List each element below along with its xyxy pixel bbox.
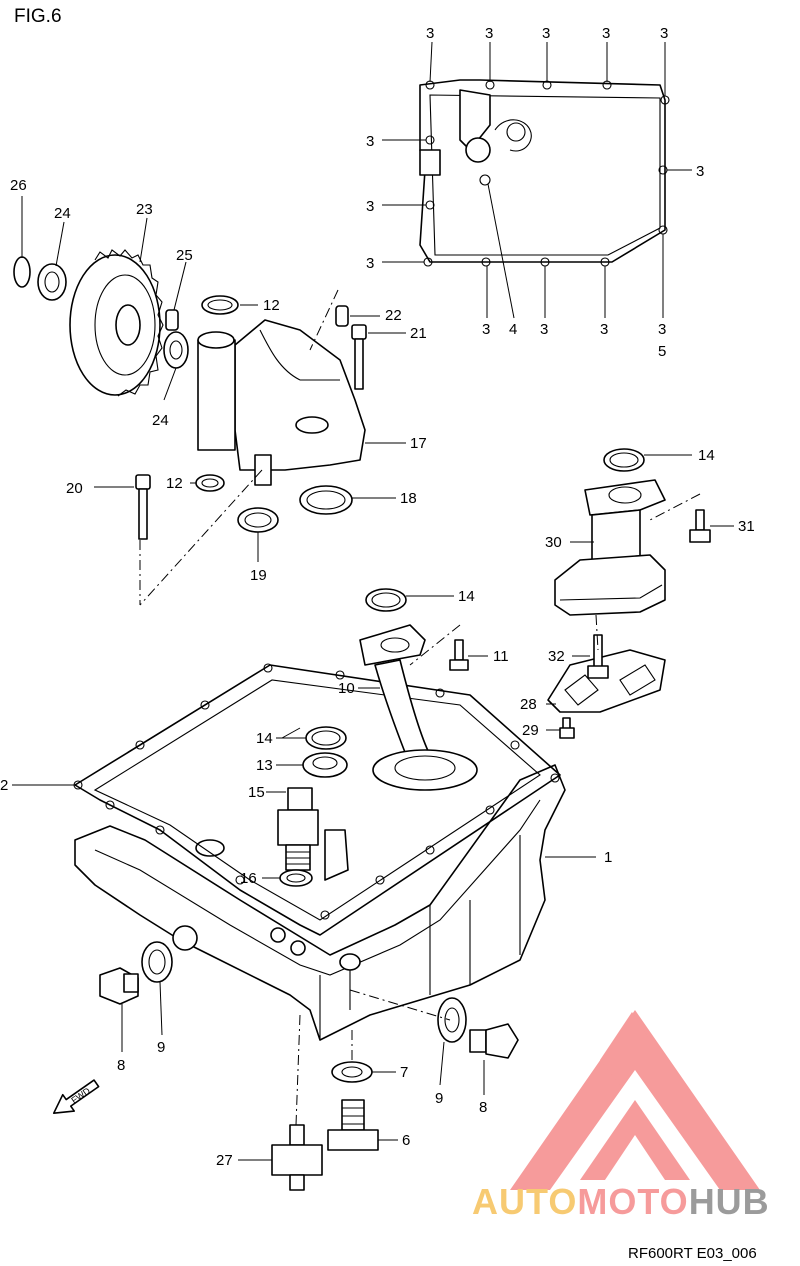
callout-32: 32 bbox=[548, 648, 565, 665]
callout-1: 1 bbox=[604, 849, 612, 866]
bolt-11 bbox=[449, 639, 469, 671]
callout-13: 13 bbox=[256, 757, 273, 774]
oil-pump bbox=[197, 319, 366, 486]
callout-3: 3 bbox=[366, 133, 374, 150]
callout-27: 27 bbox=[216, 1152, 233, 1169]
callout-3: 3 bbox=[602, 25, 610, 42]
brand-word-1: AUTOMOTOHUB bbox=[472, 1181, 770, 1222]
callout-7: 7 bbox=[400, 1064, 408, 1081]
automotohub-watermark: AUTOMOTOHUB bbox=[472, 1010, 770, 1222]
screw-29 bbox=[559, 717, 575, 739]
callout-3: 3 bbox=[542, 25, 550, 42]
callout-3: 3 bbox=[540, 321, 548, 338]
drain-bolt-8-right bbox=[469, 1023, 519, 1059]
fwd-arrow-icon: FWD bbox=[52, 1079, 100, 1114]
drain-bolt-8-left bbox=[99, 967, 139, 1005]
strainer-screen-28 bbox=[547, 649, 666, 713]
cover-gasket bbox=[419, 79, 670, 267]
callout-16: 16 bbox=[240, 870, 257, 887]
oil-pressure-switch bbox=[277, 787, 319, 871]
washer-9-right bbox=[437, 997, 467, 1043]
callout-12: 12 bbox=[263, 297, 280, 314]
washer-9-left bbox=[141, 941, 173, 983]
washer-24-lower bbox=[163, 331, 189, 369]
callout-2: 2 bbox=[0, 777, 8, 794]
callout-24: 24 bbox=[54, 205, 71, 222]
pin-25 bbox=[165, 309, 179, 331]
callout-labels: 3 3 3 3 3 3 3 3 3 3 4 3 3 3 5 26 24 23 2… bbox=[0, 25, 755, 1169]
callout-3: 3 bbox=[600, 321, 608, 338]
callout-26: 26 bbox=[10, 177, 27, 194]
oil-pan bbox=[74, 764, 566, 1041]
callout-29: 29 bbox=[522, 722, 539, 739]
callout-18: 18 bbox=[400, 490, 417, 507]
o-ring-12-lower bbox=[195, 474, 225, 492]
oil-strainer bbox=[554, 479, 666, 616]
brand-logo-icon bbox=[510, 1010, 760, 1190]
plug-6 bbox=[327, 1099, 379, 1151]
callout-31: 31 bbox=[738, 518, 755, 535]
callout-3: 3 bbox=[696, 163, 704, 180]
callout-12: 12 bbox=[166, 475, 183, 492]
leader-lines bbox=[12, 41, 734, 1161]
callout-4: 4 bbox=[509, 321, 517, 338]
callout-3: 3 bbox=[366, 255, 374, 272]
callout-9: 9 bbox=[435, 1090, 443, 1107]
washer-7 bbox=[331, 1061, 373, 1083]
callout-22: 22 bbox=[385, 307, 402, 324]
callout-3: 3 bbox=[485, 25, 493, 42]
callout-24: 24 bbox=[152, 412, 169, 429]
callout-19: 19 bbox=[250, 567, 267, 584]
figure-title: FIG.6 bbox=[14, 6, 62, 27]
callout-15: 15 bbox=[248, 784, 265, 801]
callout-3: 3 bbox=[482, 321, 490, 338]
pin-22 bbox=[335, 305, 349, 327]
figure-reference: RF600RT E03_006 bbox=[628, 1245, 757, 1262]
o-ring-12-upper bbox=[201, 295, 239, 315]
callout-21: 21 bbox=[410, 325, 427, 342]
circlip-26 bbox=[13, 256, 31, 288]
callout-30: 30 bbox=[545, 534, 562, 551]
callout-8: 8 bbox=[479, 1099, 487, 1116]
sensor-27 bbox=[271, 1124, 323, 1191]
o-ring-18 bbox=[299, 485, 353, 515]
bolt-32 bbox=[587, 634, 609, 679]
callout-28: 28 bbox=[520, 696, 537, 713]
bolt-31 bbox=[689, 509, 711, 543]
washer-24-upper bbox=[37, 263, 67, 301]
callout-8: 8 bbox=[117, 1057, 125, 1074]
callout-3: 3 bbox=[658, 321, 666, 338]
bolt-21 bbox=[351, 324, 367, 390]
washer-16 bbox=[279, 869, 313, 887]
callout-3: 3 bbox=[660, 25, 668, 42]
oil-pump-gear bbox=[69, 249, 164, 397]
seal-13 bbox=[302, 752, 348, 778]
callout-14: 14 bbox=[256, 730, 273, 747]
oil-pipe bbox=[359, 624, 478, 791]
callout-10: 10 bbox=[338, 680, 355, 697]
callout-11: 11 bbox=[493, 648, 509, 665]
centerlines bbox=[139, 289, 701, 1126]
callout-20: 20 bbox=[66, 480, 83, 497]
callout-3: 3 bbox=[366, 198, 374, 215]
callout-23: 23 bbox=[136, 201, 153, 218]
callout-14: 14 bbox=[458, 588, 475, 605]
o-ring-19 bbox=[237, 507, 279, 533]
callout-3: 3 bbox=[426, 25, 434, 42]
bolt-20 bbox=[135, 474, 151, 540]
callout-6: 6 bbox=[402, 1132, 410, 1149]
callout-25: 25 bbox=[176, 247, 193, 264]
gasket-bolt-holes bbox=[73, 663, 560, 920]
callout-5: 5 bbox=[658, 343, 666, 360]
callout-17: 17 bbox=[410, 435, 427, 452]
callout-9: 9 bbox=[157, 1039, 165, 1056]
callout-14: 14 bbox=[698, 447, 715, 464]
